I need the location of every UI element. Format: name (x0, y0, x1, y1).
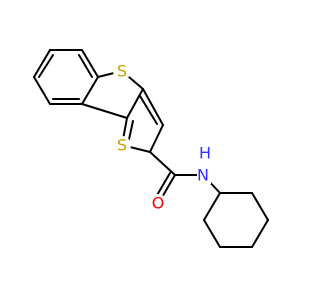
sulfur-top-label: S (117, 62, 127, 81)
bond (81, 76, 99, 105)
bond (251, 219, 269, 248)
oxygen-atom: O (149, 194, 167, 213)
bond (203, 219, 221, 248)
amide-hydrogen-label: H (199, 144, 211, 163)
bond (149, 124, 164, 153)
oxygen-label: O (152, 194, 165, 213)
molecule-structure: S S O H N (33, 49, 269, 248)
bond (81, 103, 128, 119)
bond (78, 54, 93, 78)
bond (139, 95, 158, 125)
nitrogen-atom: H N (197, 144, 211, 185)
bond (38, 54, 54, 78)
bond (81, 49, 99, 78)
sulfur-bottom-atom: S (113, 136, 131, 155)
bond (155, 172, 171, 198)
bond (33, 76, 51, 105)
bond (251, 192, 269, 221)
bond (149, 151, 176, 176)
sulfur-bottom-label: S (117, 136, 127, 155)
bond (142, 88, 164, 126)
atom-labels: S S O H N (113, 62, 211, 213)
bonds (33, 49, 269, 248)
bond (126, 88, 144, 119)
sulfur-top-atom: S (113, 62, 131, 81)
bond (33, 49, 51, 78)
bond (160, 174, 176, 200)
bond (203, 192, 221, 221)
amide-nitrogen-label: N (197, 166, 209, 185)
